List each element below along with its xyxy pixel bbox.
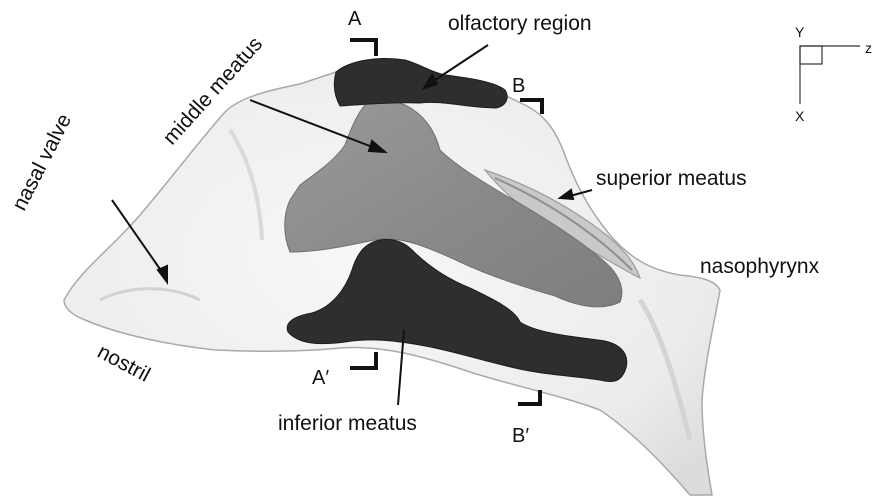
section-label-b: B bbox=[512, 75, 525, 97]
section-label-a-prime: A′ bbox=[312, 367, 329, 389]
axis-label-x: X bbox=[795, 108, 805, 124]
axis-label-z: z bbox=[865, 40, 872, 56]
label-inferior-meatus: inferior meatus bbox=[278, 412, 417, 435]
section-label-a: A bbox=[348, 8, 362, 30]
label-superior-meatus: superior meatus bbox=[596, 167, 747, 190]
label-nasal-valve: nasal valve bbox=[8, 110, 76, 214]
axis-y-box bbox=[800, 46, 822, 64]
label-nostril: nostril bbox=[94, 340, 154, 387]
section-label-b-prime: B′ bbox=[512, 425, 529, 447]
section-bracket-a-prime bbox=[352, 354, 376, 368]
section-bracket-b-prime bbox=[520, 392, 540, 404]
axis-label-y: Y bbox=[795, 24, 805, 40]
label-olfactory-region: olfactory region bbox=[448, 12, 592, 35]
olfactory-region-shape bbox=[334, 59, 507, 109]
label-nasophyrynx: nasophyrynx bbox=[700, 255, 820, 278]
section-bracket-a bbox=[352, 40, 376, 54]
olfactory-leader-line bbox=[432, 45, 488, 82]
